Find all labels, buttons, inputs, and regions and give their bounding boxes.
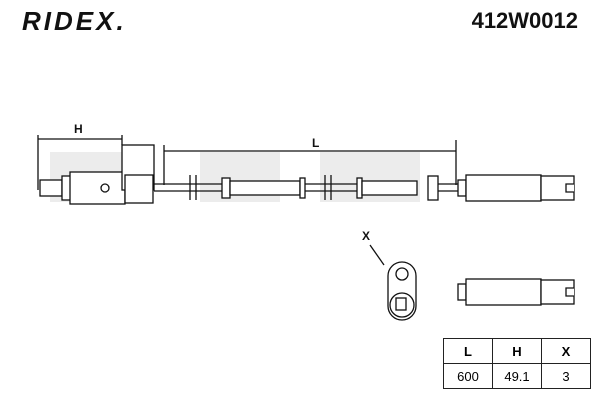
dimension-l xyxy=(163,140,457,185)
connector-detail xyxy=(457,278,575,306)
connector xyxy=(457,174,575,202)
dimensions-table: L H X 600 49.1 3 xyxy=(443,338,591,389)
sensor-end-view xyxy=(387,261,417,321)
header-x: X xyxy=(541,338,591,364)
dimension-h xyxy=(37,135,123,190)
header-h: H xyxy=(492,338,542,364)
dimension-h-label: H xyxy=(74,122,83,136)
cable xyxy=(154,175,458,201)
part-number: 412W0012 xyxy=(471,8,578,33)
value-x: 3 xyxy=(541,363,591,389)
header-l: L xyxy=(443,338,493,364)
dimension-l-label: L xyxy=(312,136,319,150)
x-arrow xyxy=(369,244,385,266)
value-l: 600 xyxy=(443,363,493,389)
sensor-head xyxy=(39,144,155,205)
value-h: 49.1 xyxy=(492,363,542,389)
dimension-x-label: X xyxy=(362,229,370,243)
brand-logo: RIDEX. xyxy=(22,6,127,36)
